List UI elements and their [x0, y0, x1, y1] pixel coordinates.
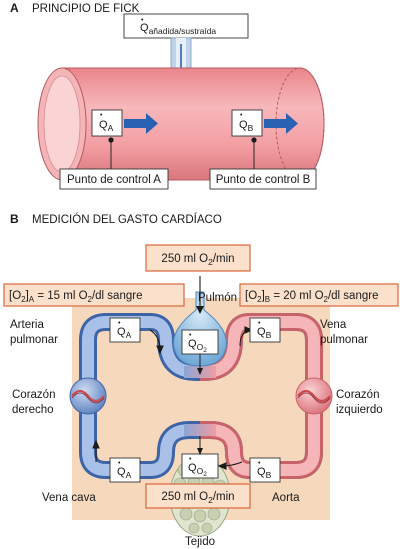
label-corazon-derecho-1: Corazón	[12, 389, 55, 401]
label-corazon-izquierdo-2: izquierdo	[336, 404, 383, 416]
label-pulmon: Pulmón	[198, 292, 237, 304]
q-added-box: Qañadida/sustraída •	[123, 13, 249, 39]
label-vena-pulmonar-2: pulmonar	[320, 334, 368, 346]
label-corazon-derecho-2: derecho	[12, 404, 54, 416]
svg-text:•: •	[189, 332, 192, 339]
svg-text:QO2: QO2	[188, 462, 207, 478]
q-lung-box: QO2 •	[181, 329, 219, 355]
svg-text:250 ml O2/min: 250 ml O2/min	[161, 253, 234, 267]
flow-arrow-a	[124, 113, 158, 134]
panel-a-letter: A	[10, 1, 19, 15]
lung-outflow-arrow	[197, 354, 203, 375]
svg-text:Qañadida/sustraída: Qañadida/sustraída	[140, 22, 216, 36]
o2-extraction-bottom: 250 ml O2/min	[145, 483, 251, 509]
o2-concentration-b: [O2]B = 20 ml O2/dl sangre	[239, 283, 399, 307]
svg-text:QB: QB	[257, 466, 272, 480]
flow-arrows	[92, 326, 254, 470]
svg-text:•: •	[118, 460, 121, 467]
svg-text:QO2: QO2	[188, 338, 207, 354]
q-tissue-box: QO2 •	[181, 453, 219, 479]
svg-text:250 ml O2/min: 250 ml O2/min	[161, 491, 234, 505]
label-vena-pulmonar-1: Vena	[320, 319, 347, 331]
svg-text:•: •	[189, 456, 192, 463]
svg-text:[O2]A = 15 ml O2/dl sangre: [O2]A = 15 ml O2/dl sangre	[9, 290, 142, 304]
label-vena-cava: Vena cava	[42, 492, 96, 504]
q-pulmonary-artery-box: QA •	[109, 317, 141, 343]
label-tejido: Tejido	[185, 536, 215, 548]
q-aorta-box: QB •	[249, 457, 281, 483]
label-corazon-izquierdo-1: Corazón	[336, 389, 379, 401]
left-heart	[295, 377, 333, 415]
svg-text:QB: QB	[239, 119, 254, 133]
label-arteria-1: Arteria	[10, 319, 44, 331]
flow-arrow-b	[264, 113, 298, 134]
tissue-arrow	[197, 436, 203, 455]
svg-text:Punto de control B: Punto de control B	[216, 174, 311, 186]
panel-b-title: MEDICIÓN DEL GASTO CARDÍACO	[32, 213, 222, 226]
label-arteria-2: pulmonar	[10, 334, 58, 346]
q-b-box: QB •	[231, 109, 263, 137]
q-a-box: QA •	[91, 109, 123, 137]
svg-text:•: •	[258, 460, 261, 467]
panel-b-letter: B	[10, 212, 19, 226]
q-pulmonary-vein-box: QB •	[249, 317, 281, 343]
svg-text:•: •	[100, 112, 103, 119]
control-point-a: Punto de control A	[59, 137, 169, 190]
svg-text:QA: QA	[117, 466, 132, 480]
svg-text:•: •	[240, 112, 243, 119]
svg-text:•: •	[118, 320, 121, 327]
svg-text:•: •	[141, 17, 144, 24]
svg-text:[O2]B = 20 ml O2/dl sangre: [O2]B = 20 ml O2/dl sangre	[245, 290, 378, 304]
svg-text:Punto de control A: Punto de control A	[67, 174, 161, 186]
panel-a-title: PRINCIPIO DE FICK	[32, 3, 140, 15]
svg-text:•: •	[258, 320, 261, 327]
o2-uptake-top: 250 ml O2/min	[145, 244, 251, 272]
q-vena-cava-box: QA •	[109, 457, 141, 483]
control-point-b: Punto de control B	[209, 137, 317, 190]
right-heart	[69, 377, 107, 415]
o2-concentration-a: [O2]A = 15 ml O2/dl sangre	[3, 283, 185, 307]
svg-text:QA: QA	[117, 326, 132, 340]
svg-text:QA: QA	[99, 119, 114, 133]
vessel-tube	[37, 67, 325, 181]
svg-text:QB: QB	[257, 326, 272, 340]
label-aorta: Aorta	[272, 492, 300, 504]
